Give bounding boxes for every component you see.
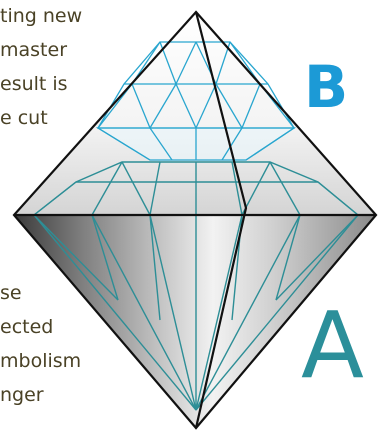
caption-upper-line-2: master <box>0 40 67 60</box>
label-b: B <box>304 58 348 116</box>
caption-upper-line-3: esult is <box>0 74 68 94</box>
caption-upper-line-1: ting new <box>0 6 82 26</box>
caption-lower-line-1: se <box>0 283 22 303</box>
caption-upper-line-4: e cut <box>0 108 48 128</box>
caption-lower-line-2: ected <box>0 317 53 337</box>
caption-lower-line-3: mbolism <box>0 351 81 371</box>
caption-lower-line-4: nger <box>0 385 44 405</box>
label-a: A <box>301 300 364 392</box>
